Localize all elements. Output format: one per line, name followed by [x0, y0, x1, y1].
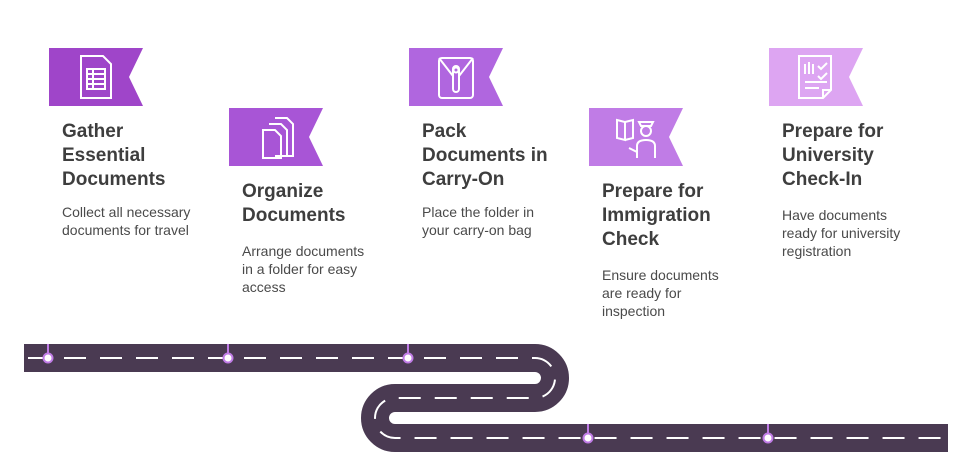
marker-3: [402, 352, 414, 364]
marker-5: [762, 432, 774, 444]
step-5-badge: [769, 48, 863, 106]
marker-4: [582, 432, 594, 444]
documents-icon: [262, 117, 294, 159]
immigration-officer-icon: [616, 118, 656, 158]
step-3-badge: [409, 48, 503, 106]
marker-2: [222, 352, 234, 364]
checklist-icon: [798, 55, 832, 99]
step-1-badge: [49, 48, 143, 106]
road-markers: [42, 344, 774, 444]
step-2-badge: [229, 108, 323, 166]
marker-1: [42, 352, 54, 364]
document-icon: [80, 55, 112, 99]
step-4-badge: [589, 108, 683, 166]
envelope-folder-icon: [438, 57, 474, 99]
